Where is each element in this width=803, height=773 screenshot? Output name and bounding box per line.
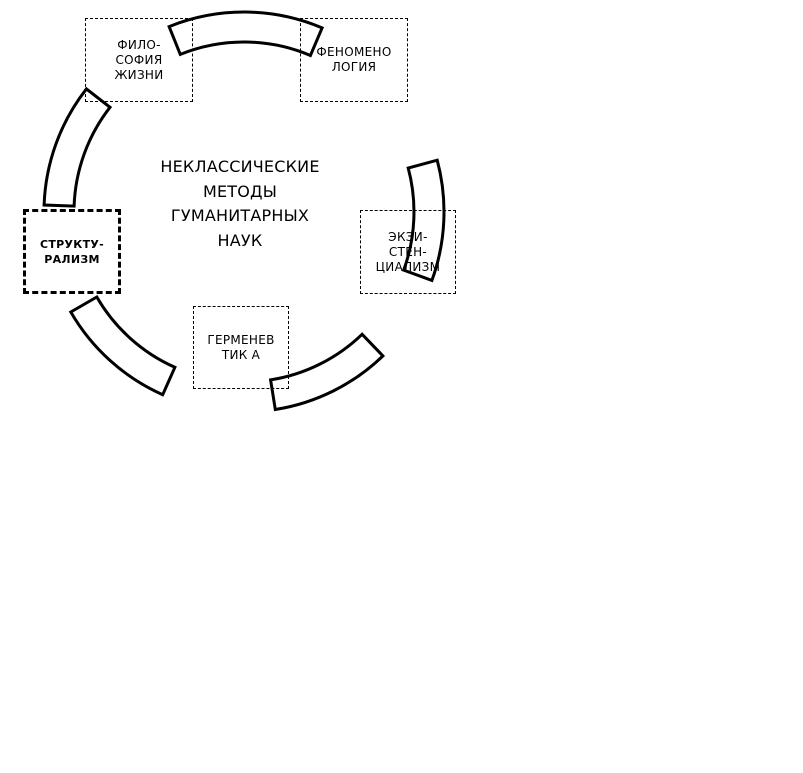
arc-connector-lower-right [268,332,386,412]
node-phenomenology: ФЕНОМЕНО ЛОГИЯ [300,18,408,102]
diagram-title-text: НЕКЛАССИЧЕСКИЕ МЕТОДЫ ГУМАНИТАРНЫХ НАУК [160,157,320,250]
arc-connector-lower-left [68,294,177,397]
arc-connector-upper-right [401,158,446,283]
node-life-philosophy: ФИЛО- СОФИЯ ЖИЗНИ [85,18,193,102]
diagram-title: НЕКЛАССИЧЕСКИЕ МЕТОДЫ ГУМАНИТАРНЫХ НАУК [140,155,340,253]
arc-connector-upper-left [42,86,113,208]
node-structuralism: СТРУКТУ- РАЛИЗМ [23,209,121,294]
node-hermeneutics: ГЕРМЕНЕВ ТИК А [193,306,289,389]
arc-connector-top [167,10,325,58]
node-existentialism: ЭКЗИ- СТЕН- ЦИАЛИЗМ [360,210,456,294]
